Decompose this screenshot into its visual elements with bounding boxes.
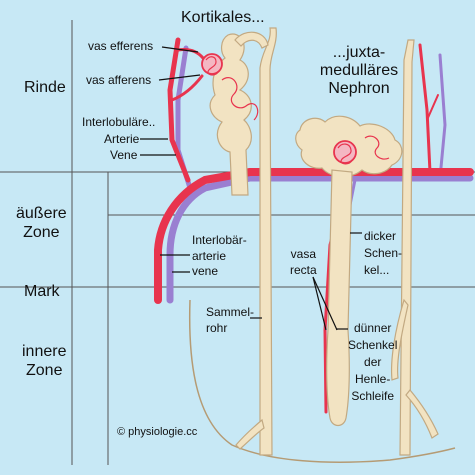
dicker-line-1: dicker (364, 229, 397, 243)
cortical-coil (205, 56, 219, 76)
duenner-line-3: der (364, 355, 382, 369)
label-vasa-recta: vasa recta (290, 246, 317, 278)
label-vas-afferens: vas afferens (86, 73, 152, 87)
collecting-duct-right-branch-2 (405, 389, 439, 439)
leader-vasa-recta-1 (312, 276, 327, 331)
label-interlobaer-vene: vene (192, 264, 219, 278)
peritubular-capillaries (221, 77, 259, 121)
juxta-peritubular (364, 135, 390, 160)
juxta-title-line-3: Nephron (328, 80, 390, 97)
copyright-text: © physiologie.cc (117, 426, 198, 438)
capillary-coils (205, 56, 390, 165)
cortical-tubule-loop (234, 31, 269, 49)
leader-lines (140, 46, 362, 331)
afferent-branch (170, 74, 204, 102)
juxta-title-line-2: medulläres (319, 62, 399, 79)
interlobar-artery (154, 168, 474, 304)
label-sammelrohr: Sammel- rohr (206, 304, 254, 336)
interlobaer-line-1: Interlobär- (192, 233, 247, 247)
label-interlobulaere: Interlobuläre.. (82, 115, 156, 129)
leader-vas-efferens (161, 46, 199, 53)
duenner-line-2: Schenkel (348, 338, 398, 352)
label-arterie: Arterie (104, 132, 140, 146)
zone-aeussere-line-2: Zone (23, 224, 60, 241)
diagram-title: Kortikales... (181, 9, 265, 26)
zone-innere-line-1: innere (22, 343, 67, 360)
zone-label-rinde: Rinde (24, 79, 66, 96)
collecting-duct-right (399, 39, 415, 456)
juxta-coil (337, 143, 353, 165)
duenner-line-5: Schleife (351, 389, 395, 403)
duenner-line-4: Henle- (355, 372, 391, 386)
leader-vasa-recta-2 (312, 276, 338, 331)
label-vas-efferens: vas efferens (88, 39, 154, 53)
interlobar-vein (166, 174, 474, 304)
zone-label-innere-zone: innere Zone (22, 342, 66, 380)
zone-innere-line-2: Zone (26, 362, 63, 379)
collecting-duct-right-branch-1 (391, 298, 409, 381)
juxta-title-line-1: ...juxta- (332, 44, 386, 61)
duenner-line-1: dünner (354, 321, 392, 335)
dicker-line-3: kel... (364, 263, 390, 277)
label-dicker-schenkel: dicker Schen- kel... (364, 228, 402, 279)
right-artery-branch (426, 94, 439, 121)
label-vene: Vene (110, 148, 138, 162)
vasa-recta-line-2: recta (290, 263, 317, 277)
label-interlobaer-arterie: Interlobär- arterie (192, 232, 247, 264)
leader-vas-afferens (158, 74, 201, 81)
right-artery (418, 43, 432, 174)
vasa-recta-line-1: vasa (290, 247, 317, 261)
right-vein (438, 53, 447, 180)
label-duenner-schenkel: dünner Schenkel der Henle- Schleife (348, 320, 397, 405)
zone-label-mark: Mark (24, 283, 60, 300)
sammelrohr-line-1: Sammel- (206, 305, 255, 319)
zone-aeussere-line-1: äußere (16, 205, 67, 222)
tubules (209, 27, 439, 456)
sammelrohr-line-2: rohr (206, 321, 228, 335)
interlobular-artery (167, 37, 191, 183)
dicker-line-2: Schen- (364, 246, 403, 260)
collecting-duct-left-branch (235, 418, 265, 450)
collecting-duct-left (259, 27, 277, 456)
henle-loop (326, 169, 353, 427)
interlobaer-line-2: arterie (192, 249, 227, 263)
juxta-title: ...juxta- medulläres Nephron (311, 44, 407, 98)
collecting-duct-outline (188, 299, 456, 463)
zone-label-aeussere-zone: äußere Zone (16, 204, 67, 242)
